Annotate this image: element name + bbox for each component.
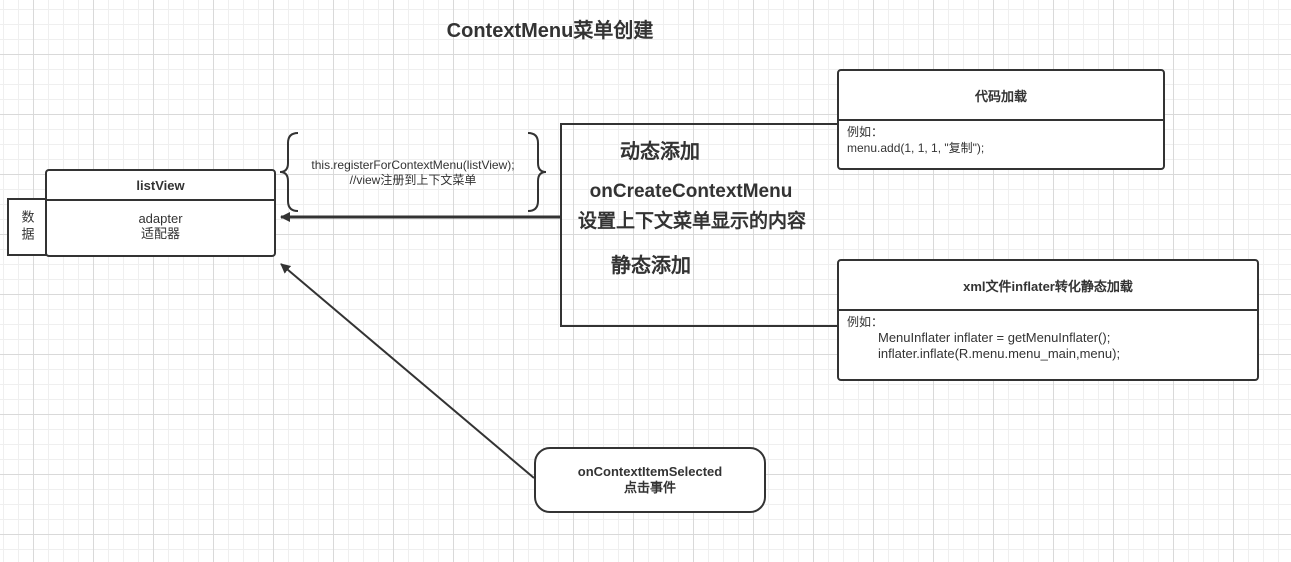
left-brace [279,132,299,212]
register-line2: //view注册到上下文菜单 [349,173,477,187]
code-example-label: 例如： [847,125,884,139]
code-load-body: 例如： menu.add(1, 1, 1, "复制"); [839,121,1163,159]
data-side-box: 数据 [7,198,47,256]
code-example-line: menu.add(1, 1, 1, "复制"); [847,141,985,155]
on-create-desc-label: 设置上下文菜单显示的内容 [577,211,806,232]
xml-inflater-box[interactable]: xml文件inflater转化静态加载 例如： MenuInflater inf… [837,259,1259,381]
listview-header: listView [47,171,274,201]
dynamic-add-label: 动态添加 [620,141,700,163]
xml-example-line2: inflater.inflate(R.menu.menu_main,menu); [878,346,1121,361]
xml-inflater-header: xml文件inflater转化静态加载 [839,261,1257,311]
click-event-label: 点击事件 [623,480,676,495]
on-create-context-menu-label: onCreateContextMenu [589,181,793,202]
context-item-selected-label: onContextItemSelected [577,464,723,479]
listview-box[interactable]: listView adapter 适配器 [45,169,276,257]
code-load-box[interactable]: 代码加载 例如： menu.add(1, 1, 1, "复制"); [837,69,1165,170]
arrow-item-selected [280,263,535,479]
xml-example-label: 例如： [847,315,884,329]
static-add-label: 静态添加 [611,255,691,277]
listview-body: adapter 适配器 [47,201,274,241]
code-load-header: 代码加载 [839,71,1163,121]
diagram-title: ContextMenu菜单创建 [446,20,654,42]
data-side-label: 数据 [19,210,35,244]
register-note: this.registerForContextMenu(listView); /… [290,158,536,188]
xml-inflater-body: 例如： MenuInflater inflater = getMenuInfla… [839,311,1257,365]
adapter-cn-label: 适配器 [140,226,180,241]
xml-example-line1: MenuInflater inflater = getMenuInflater(… [878,330,1111,345]
adapter-label: adapter [138,211,183,226]
context-item-selected-box[interactable]: onContextItemSelected 点击事件 [534,447,766,513]
right-brace [527,132,547,212]
register-line1: this.registerForContextMenu(listView); [311,158,515,172]
center-bracket [560,123,838,327]
